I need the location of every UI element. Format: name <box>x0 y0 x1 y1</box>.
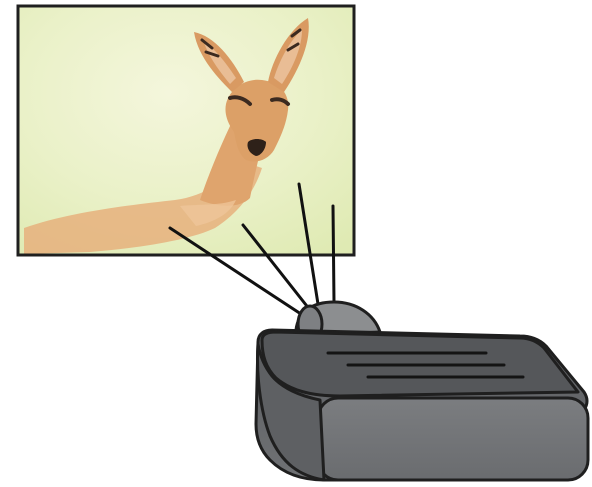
beam-line-4 <box>333 206 334 302</box>
projector-front-face <box>318 398 588 480</box>
projector-icon <box>256 302 588 480</box>
